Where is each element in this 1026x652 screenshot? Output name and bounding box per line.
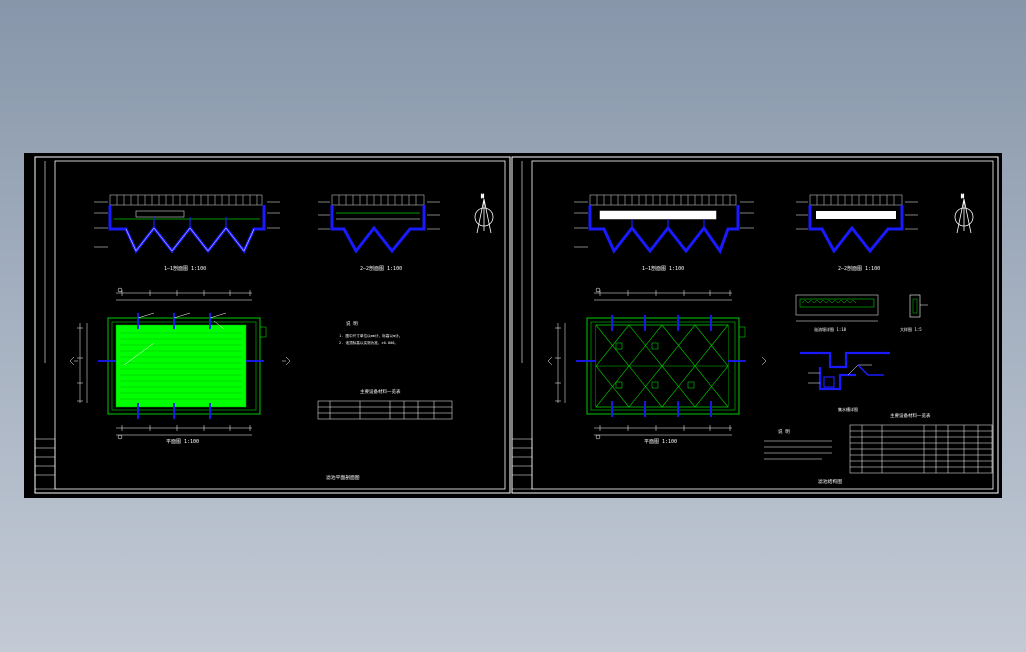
title-block-right — [511, 438, 533, 490]
drawing-viewport[interactable]: 1—1剖面图 1:100 2—2剖面图 1:100 N — [24, 153, 1002, 498]
sheet-right: 1—1剖面图 1:100 2—2剖面图 1:100 N — [511, 156, 999, 494]
notes-heading: 说 明 — [346, 320, 358, 327]
sheet-frame — [34, 156, 511, 494]
section-1-1-title: 1—1剖面图 1:100 — [164, 265, 206, 272]
detail-weir: 溢流堰详图 1:10 — [795, 294, 879, 332]
notes-line-1: 1. 图中尺寸单位以mm计，标高以m计。 — [339, 333, 402, 338]
svg-text:N: N — [481, 194, 484, 200]
section-2-2: 2—2剖面图 1:100 — [318, 194, 440, 272]
section-2-2-title: 2—2剖面图 1:100 — [838, 265, 880, 272]
detail-small: 大样图 1:5 — [900, 294, 928, 332]
detail-channel-title: 集水槽详图 — [838, 406, 858, 412]
detail-channel: 集水槽详图 — [800, 351, 890, 412]
plan-title: 平面图 1:100 — [644, 439, 677, 445]
plan-view: 平面图 1:100 — [547, 287, 767, 445]
title-block-left — [34, 438, 56, 490]
section-1-1: 1—1剖面图 1:100 — [574, 194, 754, 272]
equipment-table-right: 主要设备材料一览表 — [849, 412, 993, 474]
section-2-2-title: 2—2剖面图 1:100 — [360, 265, 402, 272]
drawing-title: 滤池结构图 — [818, 478, 842, 485]
section-1-1: 1—1剖面图 1:100 — [94, 194, 280, 272]
sheet-inner-frame — [54, 160, 506, 490]
table-title: 主要设备材料一览表 — [360, 388, 401, 395]
hopper-grid — [595, 324, 729, 408]
detail-weir-title: 溢流堰详图 1:10 — [814, 326, 847, 332]
table-title: 主要设备材料一览表 — [890, 412, 931, 419]
north-arrow-icon: N — [474, 194, 494, 234]
section-2-2: 2—2剖面图 1:100 — [796, 194, 918, 272]
north-arrow-icon: N — [954, 194, 974, 234]
sheet-frame — [511, 156, 999, 494]
filter-bed-fill — [115, 324, 247, 408]
svg-text:N: N — [961, 194, 964, 200]
plan-title: 平面图 1:100 — [166, 439, 199, 445]
detail-small-title: 大样图 1:5 — [900, 326, 922, 332]
notes-heading: 说 明 — [778, 428, 790, 435]
sheet-inner-frame — [531, 160, 994, 490]
notes-left: 说 明 1. 图中尺寸单位以mm计，标高以m计。 2. 池顶标高以实测为准，±0… — [339, 320, 402, 345]
notes-right: 说 明 — [764, 428, 832, 460]
drawing-title: 滤池平面剖面图 — [326, 474, 360, 481]
section-1-1-title: 1—1剖面图 1:100 — [642, 265, 684, 272]
sheet-left: 1—1剖面图 1:100 2—2剖面图 1:100 N — [34, 156, 511, 494]
plan-view: 平面图 1:100 — [69, 287, 291, 445]
notes-line-2: 2. 池顶标高以实测为准，±0.000。 — [339, 340, 398, 345]
equipment-table-left: 主要设备材料一览表 — [317, 388, 453, 420]
railing — [109, 194, 263, 206]
